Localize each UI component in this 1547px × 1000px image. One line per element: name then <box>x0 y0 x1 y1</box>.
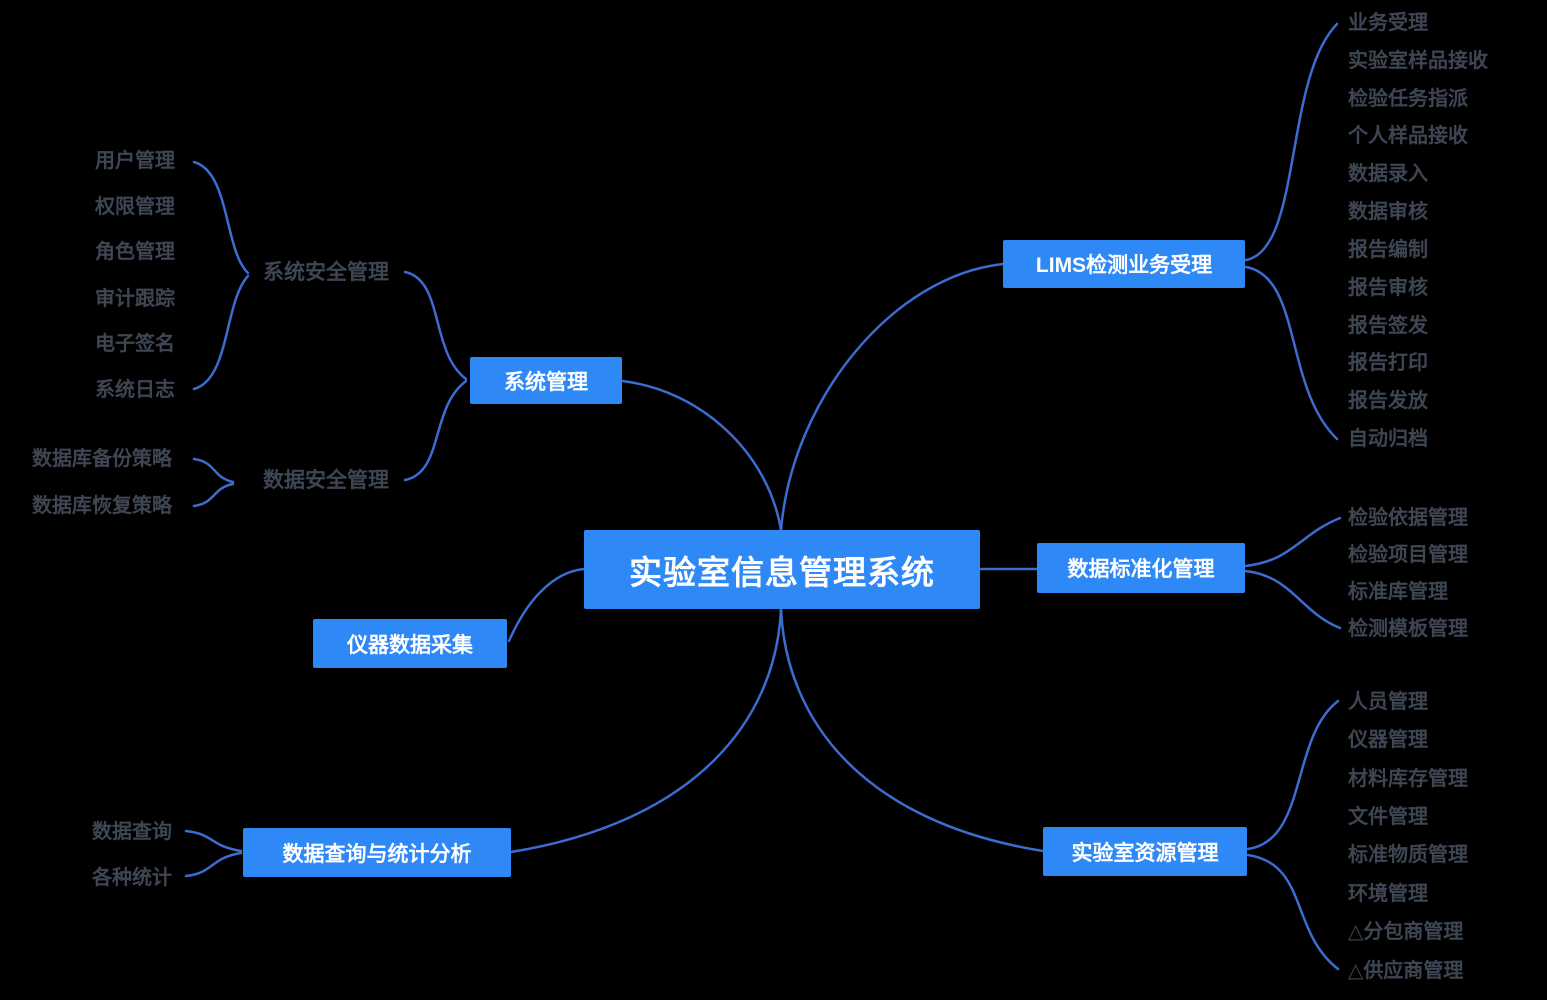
connector-datasecurity-children-top <box>192 457 235 484</box>
branch-lab-resource[interactable]: 实验室资源管理 <box>1043 827 1247 876</box>
leaf-electronic-signature[interactable]: 电子签名 <box>95 333 175 355</box>
branch-lims-business[interactable]: LIMS检测业务受理 <box>1003 240 1245 288</box>
connector-query-children-top <box>184 829 243 853</box>
leaf-environment-management[interactable]: 环境管理 <box>1348 883 1428 905</box>
leaf-instrument-management[interactable]: 仪器管理 <box>1348 729 1428 751</box>
branch-data-standardization[interactable]: 数据标准化管理 <box>1037 543 1245 593</box>
connector-standardization-children-top <box>1243 516 1342 568</box>
leaf-reference-material-management[interactable]: 标准物质管理 <box>1348 844 1468 866</box>
leaf-task-assignment[interactable]: 检验任务指派 <box>1348 88 1468 110</box>
leaf-inspection-basis-management[interactable]: 检验依据管理 <box>1348 507 1468 529</box>
connector-resource-children-bottom <box>1246 853 1340 971</box>
connector-root-query <box>509 607 783 854</box>
connector-lims-children-top <box>1244 22 1339 262</box>
branch-system-management[interactable]: 系统管理 <box>470 357 622 404</box>
connector-security-children-bottom <box>192 274 250 391</box>
connector-root-system <box>620 379 783 532</box>
subnode-data-security[interactable]: 数据安全管理 <box>263 469 389 492</box>
leaf-db-recovery-strategy[interactable]: 数据库恢复策略 <box>32 495 172 517</box>
leaf-data-entry[interactable]: 数据录入 <box>1348 163 1428 185</box>
leaf-supplier-management[interactable]: △供应商管理 <box>1348 960 1464 982</box>
leaf-various-statistics[interactable]: 各种统计 <box>92 867 172 889</box>
leaf-user-management[interactable]: 用户管理 <box>95 150 175 172</box>
leaf-report-distribution[interactable]: 报告发放 <box>1348 390 1428 412</box>
leaf-test-template-management[interactable]: 检测模板管理 <box>1348 618 1468 640</box>
root-node[interactable]: 实验室信息管理系统 <box>584 530 980 609</box>
branch-query-statistics[interactable]: 数据查询与统计分析 <box>243 828 511 877</box>
leaf-personnel-management[interactable]: 人员管理 <box>1348 691 1428 713</box>
leaf-system-log[interactable]: 系统日志 <box>95 379 175 401</box>
connector-root-resource <box>779 607 1045 853</box>
connector-resource-children-top <box>1246 699 1340 851</box>
leaf-permission-management[interactable]: 权限管理 <box>95 196 175 218</box>
connector-system-datasecurity <box>403 379 468 482</box>
connector-security-children-top <box>192 160 250 275</box>
leaf-standard-library-management[interactable]: 标准库管理 <box>1348 581 1448 603</box>
subnode-system-security[interactable]: 系统安全管理 <box>263 261 389 284</box>
leaf-data-review[interactable]: 数据审核 <box>1348 201 1428 223</box>
leaf-subcontractor-management[interactable]: △分包商管理 <box>1348 921 1464 943</box>
connector-query-children-bottom <box>184 851 243 878</box>
connector-root-lims <box>779 262 1005 532</box>
leaf-report-issue[interactable]: 报告签发 <box>1348 315 1428 337</box>
leaf-lab-sample-receive[interactable]: 实验室样品接收 <box>1348 50 1488 72</box>
leaf-document-management[interactable]: 文件管理 <box>1348 806 1428 828</box>
leaf-personal-sample-receive[interactable]: 个人样品接收 <box>1348 125 1468 147</box>
leaf-auto-archive[interactable]: 自动归档 <box>1348 428 1428 450</box>
leaf-role-management[interactable]: 角色管理 <box>95 241 175 263</box>
leaf-inspection-item-management[interactable]: 检验项目管理 <box>1348 544 1468 566</box>
leaf-report-compilation[interactable]: 报告编制 <box>1348 239 1428 261</box>
leaf-db-backup-strategy[interactable]: 数据库备份策略 <box>32 448 172 470</box>
leaf-material-inventory-management[interactable]: 材料库存管理 <box>1348 768 1468 790</box>
leaf-report-print[interactable]: 报告打印 <box>1348 352 1428 374</box>
connector-standardization-children-bottom <box>1243 569 1342 630</box>
connector-datasecurity-children-bottom <box>192 482 235 508</box>
leaf-audit-trail[interactable]: 审计跟踪 <box>95 288 175 310</box>
connector-lims-children-bottom <box>1244 265 1339 441</box>
connector-root-instrument <box>507 567 586 643</box>
connector-system-security <box>403 270 468 381</box>
branch-instrument-data[interactable]: 仪器数据采集 <box>313 619 507 668</box>
leaf-report-review[interactable]: 报告审核 <box>1348 277 1428 299</box>
leaf-business-acceptance[interactable]: 业务受理 <box>1348 12 1428 34</box>
leaf-data-query[interactable]: 数据查询 <box>92 821 172 843</box>
